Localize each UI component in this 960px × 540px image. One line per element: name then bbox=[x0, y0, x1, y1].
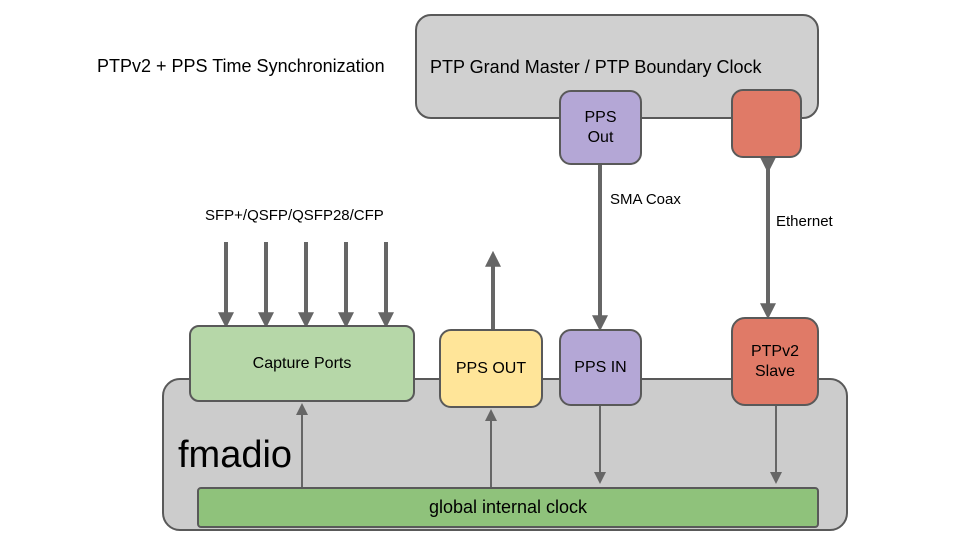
grandmaster-pps-out-line2: Out bbox=[587, 128, 614, 146]
diagram-title: PTPv2 + PPS Time Synchronization bbox=[97, 56, 385, 76]
ptp-slave-line1: PTPv2 bbox=[750, 342, 799, 360]
grandmaster-pps-out-line1: PPS bbox=[584, 108, 617, 126]
pps-out-box: PPS OUT bbox=[439, 329, 543, 408]
global-clock-bar: global internal clock bbox=[197, 487, 819, 528]
grandmaster-label: PTP Grand Master / PTP Boundary Clock bbox=[430, 57, 762, 77]
ptp-slave-line2: Slave bbox=[754, 362, 795, 380]
pps-in-box: PPS IN bbox=[559, 329, 642, 406]
fmadio-label: fmadio bbox=[178, 434, 293, 476]
sma-coax-label: SMA Coax bbox=[610, 191, 681, 208]
ptp-slave-box: PTPv2 Slave bbox=[731, 317, 819, 406]
capture-ports-box: Capture Ports bbox=[189, 325, 415, 402]
ports-label: SFP+/QSFP/QSFP28/CFP bbox=[205, 207, 384, 224]
ethernet-label: Ethernet bbox=[776, 213, 833, 230]
grandmaster-pps-out: PPS Out bbox=[559, 90, 642, 165]
grandmaster-ethernet-port bbox=[731, 89, 802, 158]
